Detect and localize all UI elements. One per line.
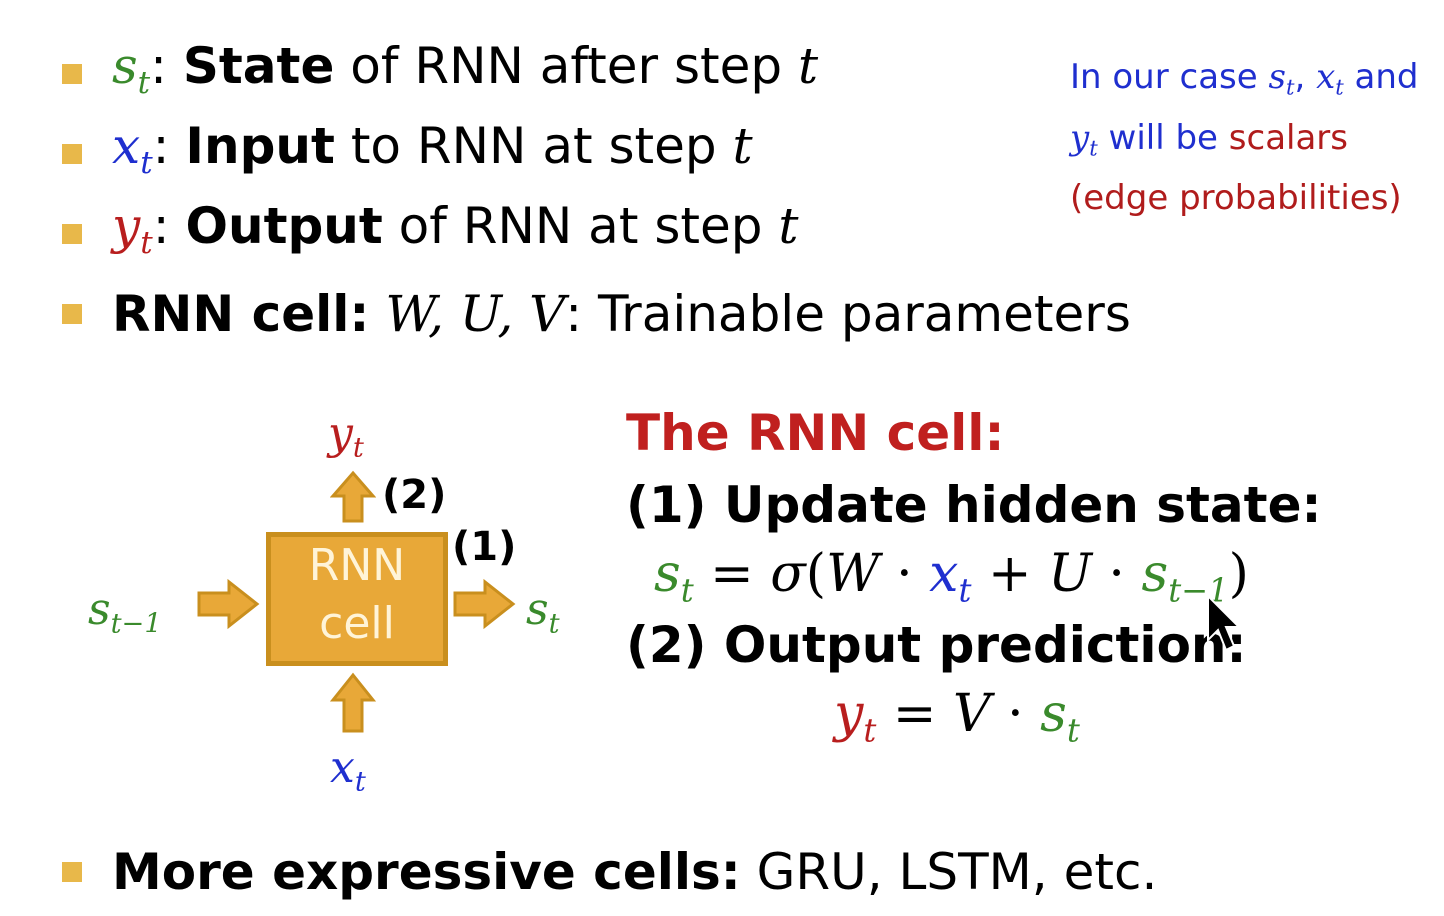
diagram-prev-state-label: st−1 [88, 584, 162, 640]
bullet-square-icon [62, 304, 82, 324]
step-output-prediction: (2) Output prediction: [626, 616, 1247, 674]
bullet-state-term: State [182, 36, 335, 95]
arrow-right-icon [453, 578, 516, 630]
diagram-new-state-label: st [526, 584, 560, 640]
bullet-square-icon [62, 224, 82, 244]
arrow-right-icon [197, 578, 260, 630]
label-step-2: (2) [382, 472, 447, 518]
arrow-up-icon [330, 470, 376, 523]
rnn-cell-box: RNN cell [266, 532, 448, 666]
bullet-rnn-cell: RNN cell: W, U, V: Trainable parameters [62, 284, 1131, 344]
bullet-state-text: st: State of RNN after step t [112, 36, 819, 101]
bullet-output-term: Output [185, 196, 383, 255]
panel-title: The RNN cell: [626, 404, 1005, 462]
bullet-expressive-text: More expressive cells: GRU, LSTM, etc. [112, 843, 1158, 901]
arrow-up-icon [330, 672, 376, 733]
note-line-2: yt will be scalars [1070, 117, 1348, 161]
equation-state-update: st = σ(W · xt + U · st−1) [654, 544, 1249, 610]
bullet-input: xt: Input to RNN at step t [62, 117, 753, 184]
bullet-square-icon [62, 144, 82, 164]
equation-output: yt = V · st [834, 684, 1080, 750]
bullet-state: st: State of RNN after step t [62, 37, 818, 104]
bullet-rnn-cell-text: RNN cell: W, U, V: Trainable parameters [112, 285, 1131, 343]
note-line-1: In our case st, xt and [1070, 57, 1419, 100]
bullet-output-text: yt: Output of RNN at step t [112, 196, 799, 261]
bullet-square-icon [62, 64, 82, 84]
bullet-input-text: xt: Input to RNN at step t [112, 116, 753, 181]
bullet-expressive-cells: More expressive cells: GRU, LSTM, etc. [62, 842, 1157, 902]
mouse-pointer-icon [1207, 594, 1242, 652]
bullet-input-term: Input [185, 116, 335, 175]
diagram-input-label: xt [330, 742, 366, 798]
rnn-cell-diagram: yt (2) RNN cell (1) st−1 st xt [80, 408, 580, 808]
label-step-1: (1) [452, 524, 517, 570]
bullet-square-icon [62, 862, 82, 882]
note-line-3: (edge probabilities) [1070, 178, 1402, 219]
diagram-output-label: yt [328, 408, 364, 464]
step-update-hidden-state: (1) Update hidden state: [626, 476, 1322, 534]
side-note: In our case st, xt and yt will be scalar… [1070, 52, 1442, 223]
parameters-math: W, U, V [385, 285, 566, 343]
bullet-output: yt: Output of RNN at step t [62, 197, 798, 264]
